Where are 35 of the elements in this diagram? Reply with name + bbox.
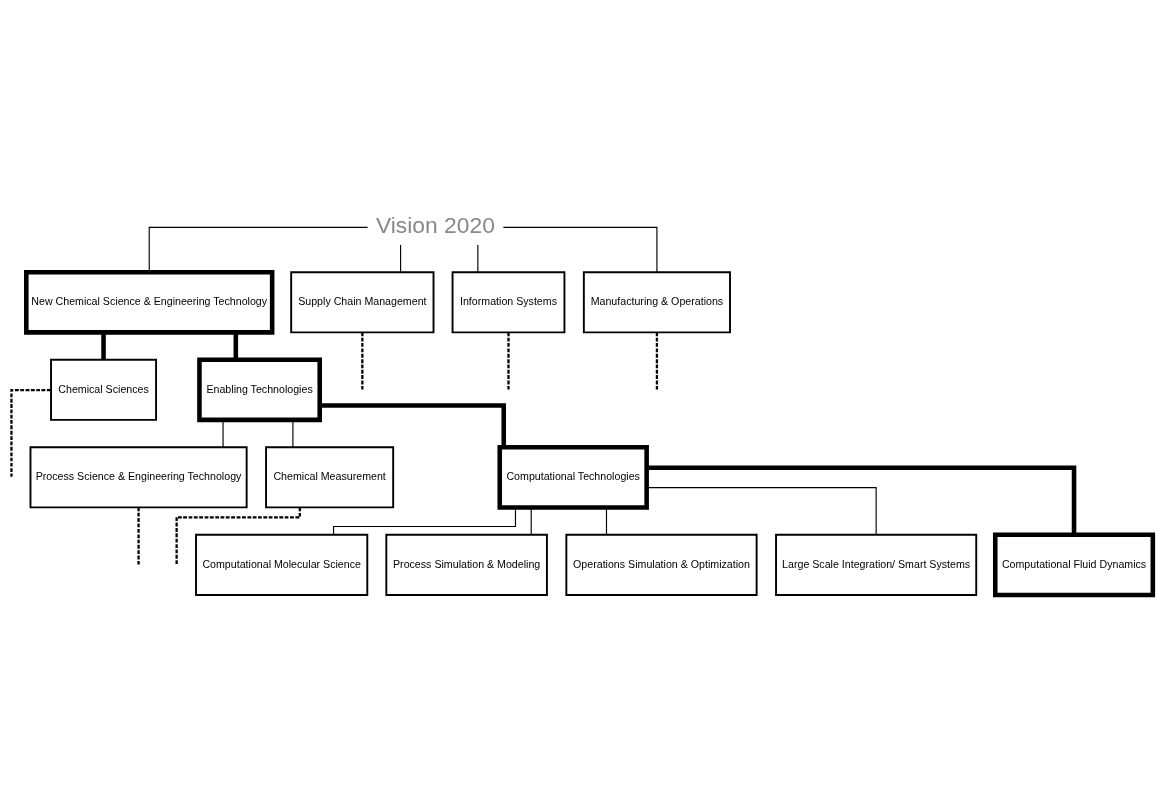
node-box: Process Science & Engineering Technology (29, 446, 248, 509)
connector (400, 244, 402, 273)
connector (507, 332, 510, 390)
connector (530, 506, 532, 536)
connector (175, 507, 301, 565)
node-box: Operations Simulation & Optimization (565, 533, 758, 596)
node-box: Computational Molecular Science (195, 533, 369, 596)
connector (101, 332, 106, 360)
node-box: New Chemical Science & Engineering Technology (24, 269, 275, 335)
connector (502, 226, 658, 273)
connector (655, 332, 659, 390)
connector (222, 419, 224, 448)
node-box: Enabling Technologies (197, 357, 322, 423)
node-box: Computational Technologies (497, 445, 649, 510)
connector (646, 487, 877, 536)
connector (605, 506, 608, 536)
connector (477, 244, 479, 273)
connector (148, 226, 369, 273)
node-box: Manufacturing & Operations (582, 271, 731, 334)
connector (10, 389, 51, 477)
node-text: Vision 2020 (375, 211, 495, 238)
connector (292, 419, 294, 448)
connector (646, 465, 1077, 535)
connector (233, 332, 239, 360)
connector (319, 403, 507, 448)
node-box: Computational Fluid Dynamics (992, 532, 1156, 598)
node-box: Information Systems (451, 271, 566, 334)
connector (137, 507, 140, 565)
node-box: Large Scale Integration/ Smart Systems (775, 533, 978, 596)
node-box: Supply Chain Management (290, 271, 435, 334)
connector (333, 507, 517, 536)
node-box: Process Simulation & Modeling (385, 533, 548, 596)
node-box: Chemical Measurement (265, 446, 395, 509)
connector (361, 332, 364, 390)
node-box: Chemical Sciences (50, 358, 157, 421)
